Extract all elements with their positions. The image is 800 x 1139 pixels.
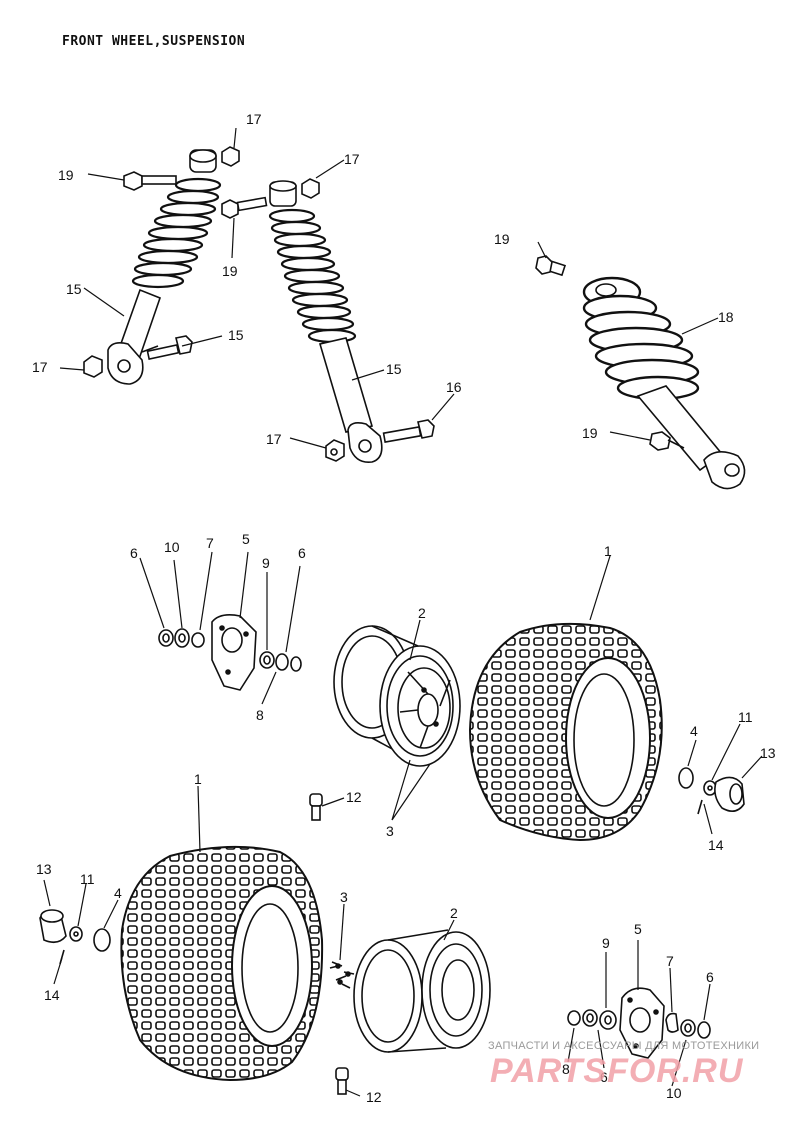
callout-7: 7 <box>666 953 674 969</box>
callout-11: 11 <box>80 871 95 887</box>
callout-3: 3 <box>386 823 394 839</box>
watermark-tagline: ЗАПЧАСТИ И АКСЕССУАРЫ ДЛЯ МОТОТЕХНИКИ <box>488 1040 760 1052</box>
bolt-lower <box>335 1067 349 1095</box>
callout-5: 5 <box>634 921 642 937</box>
callout-10: 10 <box>164 539 180 555</box>
shock-absorber-center <box>221 178 435 464</box>
callout-2: 2 <box>450 905 458 921</box>
callout-labels: 17 19 17 19 19 15 18 15 17 15 16 19 17 6… <box>32 111 776 1105</box>
wheel-rim-upper <box>333 625 461 767</box>
callout-14: 14 <box>44 987 60 1003</box>
hub-assembly-upper <box>158 614 302 691</box>
callout-17: 17 <box>266 431 282 447</box>
callout-4: 4 <box>690 723 698 739</box>
callout-6: 6 <box>706 969 714 985</box>
callout-3: 3 <box>340 889 348 905</box>
callout-19: 19 <box>494 231 510 247</box>
diagram-title: FRONT WHEEL,SUSPENSION <box>62 34 246 49</box>
callout-14: 14 <box>708 837 724 853</box>
callout-2: 2 <box>418 605 426 621</box>
callout-17: 17 <box>246 111 262 127</box>
callout-4: 4 <box>114 885 122 901</box>
callout-5: 5 <box>242 531 250 547</box>
callout-18: 18 <box>718 309 734 325</box>
callout-1: 1 <box>194 771 202 787</box>
callout-12: 12 <box>366 1089 382 1105</box>
callout-15: 15 <box>66 281 82 297</box>
callout-6: 6 <box>298 545 306 561</box>
bolt-upper <box>309 793 323 821</box>
callout-9: 9 <box>262 555 270 571</box>
wheel-studs-lower <box>329 961 355 989</box>
wheel-rim-lower <box>353 929 491 1053</box>
callout-13: 13 <box>760 745 776 761</box>
callout-13: 13 <box>36 861 52 877</box>
shock-absorber-left <box>83 146 240 385</box>
callout-12: 12 <box>346 789 362 805</box>
callout-16: 16 <box>446 379 462 395</box>
axle-parts-left <box>39 909 111 965</box>
callout-19: 19 <box>222 263 238 279</box>
callout-15: 15 <box>228 327 244 343</box>
callout-6: 6 <box>600 1069 608 1085</box>
callout-15: 15 <box>386 361 402 377</box>
axle-parts-right <box>678 767 745 815</box>
hub-assembly-lower <box>567 987 711 1059</box>
watermark-logo: PARTSFOR.RU <box>490 1052 744 1090</box>
callout-19: 19 <box>58 167 74 183</box>
callout-8: 8 <box>562 1061 570 1077</box>
callout-11: 11 <box>738 709 753 725</box>
callout-19: 19 <box>582 425 598 441</box>
callout-8: 8 <box>256 707 264 723</box>
callout-10: 10 <box>666 1085 682 1101</box>
tire-upper <box>468 622 663 842</box>
leader-lines <box>43 127 763 1097</box>
shock-absorber-right <box>535 255 746 490</box>
tire-lower <box>120 845 324 1082</box>
callout-9: 9 <box>602 935 610 951</box>
callout-17: 17 <box>32 359 48 375</box>
callout-1: 1 <box>604 543 612 559</box>
callout-17: 17 <box>344 151 360 167</box>
callout-6: 6 <box>130 545 138 561</box>
callout-7: 7 <box>206 535 214 551</box>
